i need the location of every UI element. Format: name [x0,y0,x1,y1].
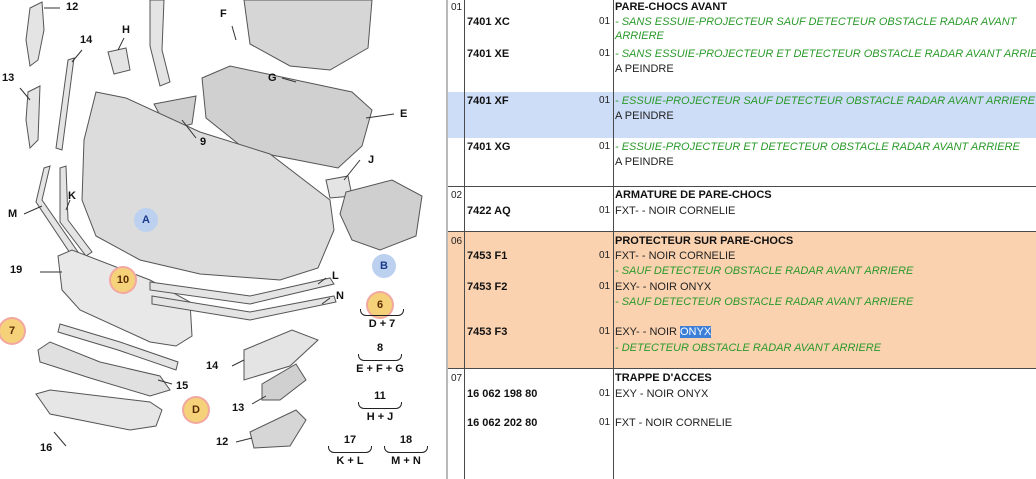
marker-7: 7 [0,319,24,343]
group-number: 07 [451,373,463,384]
quantity: 01 [599,281,611,292]
part-number[interactable]: 7401 XE [467,48,510,60]
marker-D: D [184,398,208,422]
part-number[interactable]: 7453 F2 [467,281,508,293]
callout-19: 19 [10,264,23,276]
group-number: 02 [451,190,463,201]
marker-A: A [134,208,158,232]
quantity: 01 [599,16,611,27]
callout-13b: 13 [232,402,245,414]
callout-14: 14 [80,34,93,46]
group-06-bumper-protector [448,232,1036,369]
part-description: A PEINDRE [615,156,674,168]
marker-10: 10 [111,268,135,292]
assembly-formula-17: 17 K + L [322,434,378,467]
parts-list-table: 01 PARE-CHOCS AVANT 7401 XC 01 - SANS ES… [448,0,1036,479]
text-selection[interactable]: ONYX [680,326,712,338]
panel-divider [446,0,448,479]
part-note: - ESSUIE-PROJECTEUR ET DETECTEUR OBSTACL… [615,141,1020,153]
column-separator [464,0,465,479]
part-number[interactable]: 7453 F1 [467,250,508,262]
part-number[interactable]: 7453 F3 [467,326,508,338]
group-number: 06 [451,236,463,247]
group-07-access-hatch [448,369,1036,451]
part-note: - DETECTEUR OBSTACLE RADAR AVANT ARRIERE [615,342,882,354]
description-text: EXY- - NOIR [615,326,680,338]
callout-J: J [368,154,375,166]
part-number[interactable]: 7401 XF [467,95,509,107]
quantity: 01 [599,141,611,152]
marker-B: B [372,254,396,278]
callout-E: E [400,108,408,120]
assembly-formula-18: 18 M + N [378,434,434,467]
group-title: PARE-CHOCS AVANT [615,1,728,13]
assembly-formula-8: 8 E + F + G [356,342,404,375]
callout-13: 13 [2,72,15,84]
quantity: 01 [599,388,611,399]
exploded-parts-diagram: 12 14 13 H F G 9 E J M K 19 L N 15 14 13… [0,0,446,479]
callout-M: M [8,208,18,220]
part-description: EXY- - NOIR ONYX [615,326,712,338]
quantity: 01 [599,205,611,216]
part-description: FXT - NOIR CORNELIE [615,417,733,429]
quantity: 01 [599,326,611,337]
callout-F: F [220,8,227,20]
part-description: A PEINDRE [615,63,674,75]
quantity: 01 [599,48,611,59]
part-note: - ESSUIE-PROJECTEUR SAUF DETECTEUR OBSTA… [615,95,1035,107]
group-01-front-bumper [448,0,1036,187]
part-note: - SANS ESSUIE-PROJECTEUR ET DETECTEUR OB… [615,48,1036,60]
group-title: ARMATURE DE PARE-CHOCS [615,189,772,201]
group-number: 01 [451,2,463,13]
part-number[interactable]: 7401 XC [467,16,510,28]
part-number[interactable]: 7422 AQ [467,205,511,217]
marker-6: 6 [368,293,392,317]
callout-12: 12 [66,1,79,13]
part-number[interactable]: 16 062 198 80 [467,388,538,400]
quantity: 01 [599,417,611,428]
quantity: 01 [599,250,611,261]
part-note: ARRIERE [615,30,664,42]
part-description: FXT- - NOIR CORNELIE [615,250,736,262]
part-number[interactable]: 16 062 202 80 [467,417,538,429]
callout-H: H [122,24,130,36]
quantity: 01 [599,95,611,106]
assembly-formula-11: 11 H + J [352,390,408,423]
group-title: TRAPPE D'ACCES [615,372,712,384]
bumper-illustration [19,0,423,449]
callout-G: G [268,72,277,84]
part-description: EXY- - NOIR ONYX [615,281,712,293]
part-note: - SAUF DETECTEUR OBSTACLE RADAR AVANT AR… [615,265,914,277]
callout-16: 16 [40,442,53,454]
callout-K: K [68,190,76,202]
callout-9: 9 [200,136,207,148]
group-02-bumper-armature [448,187,1036,232]
callout-12b: 12 [216,436,229,448]
column-separator [613,0,614,479]
part-number[interactable]: 7401 XG [467,141,511,153]
assembly-formula-6: D + 7 [354,309,410,330]
callout-L: L [332,270,339,282]
part-description: FXT- - NOIR CORNELIE [615,205,736,217]
selected-row-highlight [448,92,1036,138]
callout-14b: 14 [206,360,219,372]
part-note: - SANS ESSUIE-PROJECTEUR SAUF DETECTEUR … [615,16,1017,28]
part-note: - SAUF DETECTEUR OBSTACLE RADAR AVANT AR… [615,296,914,308]
callout-N: N [336,290,344,302]
part-description: A PEINDRE [615,110,674,122]
group-title: PROTECTEUR SUR PARE-CHOCS [615,235,794,247]
callout-15: 15 [176,380,189,392]
part-description: EXY - NOIR ONYX [615,388,709,400]
